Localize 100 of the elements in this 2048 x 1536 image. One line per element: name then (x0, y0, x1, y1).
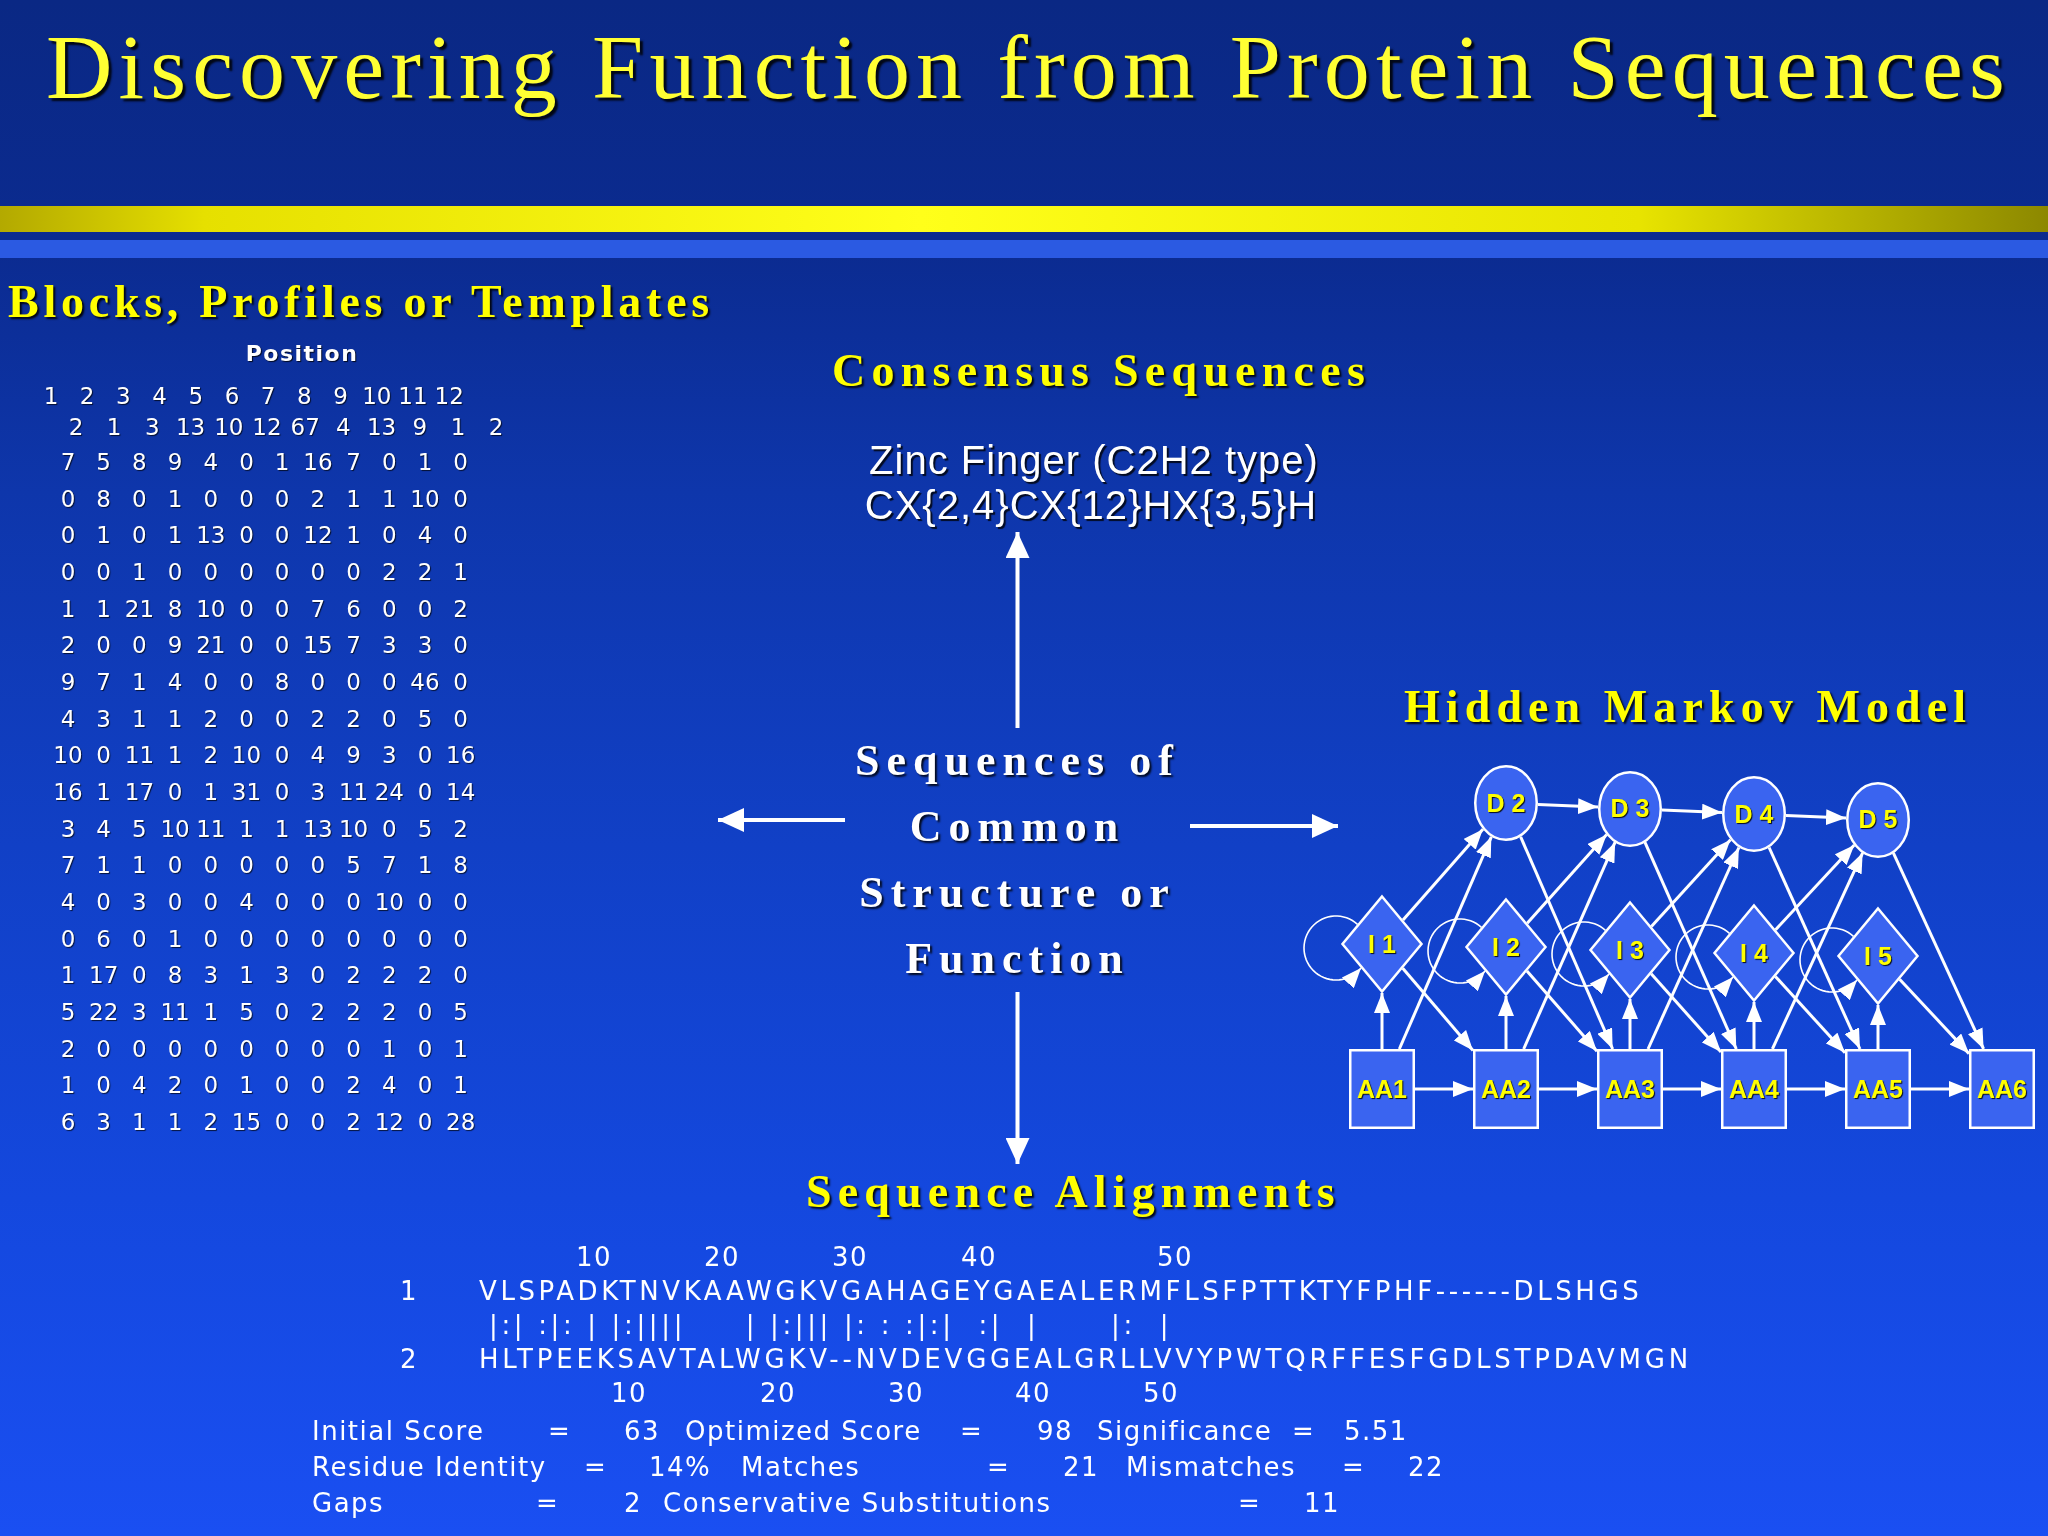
count-value: 0 (453, 485, 468, 512)
count-value: 0 (274, 522, 290, 549)
count-value: 4 (310, 742, 326, 769)
score-name: Initial Score (312, 1417, 485, 1447)
count-value: 0 (310, 852, 326, 879)
count-value: 9 (412, 413, 428, 441)
count-value: 46 (410, 668, 440, 696)
position-number: 3 (116, 382, 131, 410)
count-value: 0 (310, 1072, 326, 1099)
arrow (1746, 1002, 1762, 1049)
state-circle: D 2 (1474, 765, 1538, 841)
ruler-number: 30 (887, 1379, 925, 1409)
count-value: 3 (382, 632, 397, 659)
count-value: 0 (203, 485, 219, 512)
count-value: 0 (96, 632, 111, 659)
count-value: 0 (239, 705, 254, 732)
count-value: 1 (60, 962, 76, 989)
count-value: 1 (132, 1108, 147, 1136)
count-value: 11 (196, 815, 226, 842)
arrow (1005, 532, 1030, 728)
score-value: 21 (1063, 1453, 1100, 1483)
count-value: 0 (239, 522, 254, 549)
count-value: 7 (96, 668, 111, 696)
count-value: 7 (310, 595, 326, 622)
count-value: 0 (453, 888, 468, 916)
state-diamond: I 2 (1465, 898, 1547, 996)
count-value: 0 (167, 558, 183, 586)
count-value: 5 (346, 852, 361, 879)
count-value: 8 (132, 448, 147, 476)
count-value: 8 (96, 485, 111, 512)
count-value: 1 (96, 595, 111, 622)
count-value: 2 (203, 705, 219, 732)
count-value: 21 (196, 632, 226, 659)
count-value: 0 (346, 888, 361, 916)
count-value: 0 (346, 558, 361, 586)
count-value: 31 (231, 778, 262, 806)
motif-name: Zinc Finger (C2H2 type) (869, 437, 1319, 483)
count-value: 0 (382, 925, 397, 952)
position-number: 9 (333, 382, 348, 410)
count-value: 1 (417, 448, 433, 476)
count-value: 0 (346, 1035, 361, 1062)
position-number: 6 (224, 382, 240, 410)
ruler-number: 10 (610, 1379, 648, 1409)
count-value: 3 (132, 998, 147, 1026)
count-value: 3 (274, 962, 290, 989)
count-value: 5 (417, 815, 433, 842)
count-value: 67 (290, 413, 320, 441)
count-value: 0 (274, 485, 290, 512)
count-value: 6 (346, 595, 361, 622)
count-value: 3 (382, 742, 397, 769)
axis-title: Position (245, 341, 359, 367)
ruler-number: 30 (831, 1243, 869, 1273)
count-value: 1 (274, 448, 290, 476)
count-value: 0 (239, 632, 254, 659)
count-value: 0 (310, 962, 326, 989)
count-value: 0 (96, 558, 111, 586)
count-value: 4 (60, 888, 76, 916)
state-square: AA1 (1349, 1049, 1415, 1129)
count-value: 17 (124, 778, 155, 806)
arrow (1774, 975, 1847, 1054)
count-value: 0 (453, 522, 468, 549)
score-value: 5.51 (1344, 1417, 1408, 1447)
count-value: 0 (417, 925, 433, 952)
count-value: 1 (132, 558, 147, 586)
count-value: 1 (417, 852, 433, 879)
protein-sequence: VLSPADKTNVKAAWGKVGAHAGEYGAEALERMFLSFPTTKTYFPHF------DLSHGS (479, 1277, 1643, 1307)
state-diamond: I 5 (1837, 907, 1919, 1005)
arrow (1622, 999, 1638, 1049)
count-value: 0 (239, 852, 254, 879)
ruler-number: 40 (960, 1243, 998, 1273)
arrow (1415, 1081, 1473, 1097)
count-value: 0 (417, 1035, 433, 1062)
count-value: 2 (417, 558, 433, 586)
count-value: 0 (274, 1108, 290, 1136)
count-value: 2 (310, 705, 326, 732)
count-value: 4 (203, 448, 219, 476)
count-value: 1 (203, 778, 219, 806)
arrow (1401, 967, 1475, 1052)
count-value: 0 (167, 778, 183, 806)
count-value: 12 (252, 413, 282, 441)
count-value: 1 (453, 1035, 468, 1062)
state-diamond: I 3 (1589, 901, 1671, 999)
arrow (1539, 1081, 1597, 1097)
count-value: 0 (417, 998, 433, 1026)
count-value: 7 (346, 632, 361, 659)
count-value: 8 (167, 595, 183, 622)
self-loop-arrow (1427, 918, 1486, 992)
count-value: 0 (203, 1072, 219, 1099)
slide-title: Discovering Function from Protein Sequences (46, 15, 2011, 121)
arrow (1526, 833, 1608, 925)
count-value: 2 (167, 1072, 183, 1099)
count-value: 2 (346, 1072, 361, 1099)
count-value: 5 (132, 815, 147, 842)
count-value: 0 (167, 1035, 183, 1062)
count-value: 3 (96, 1108, 111, 1136)
count-value: 1 (382, 485, 397, 512)
count-value: 2 (382, 998, 397, 1026)
count-value: 0 (453, 925, 468, 952)
ruler-number: 20 (759, 1379, 797, 1409)
state-diamond: I 4 (1713, 904, 1795, 1002)
